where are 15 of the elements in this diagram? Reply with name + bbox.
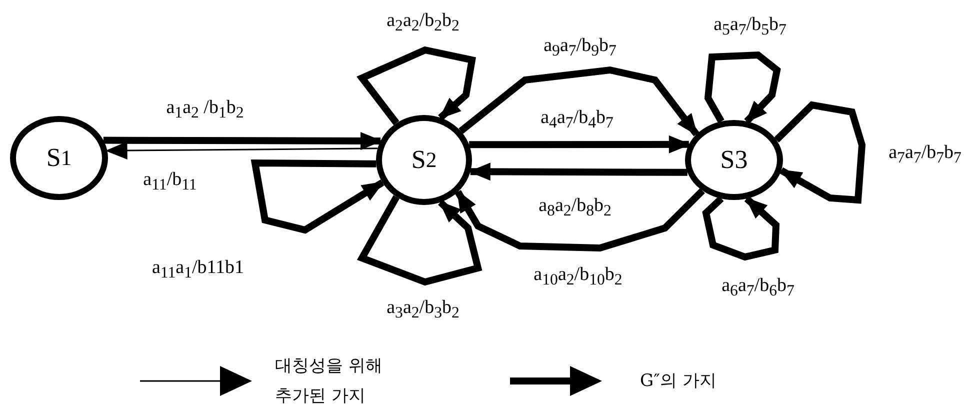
arrow xyxy=(356,195,482,286)
arrow xyxy=(454,188,705,252)
arrow xyxy=(356,46,476,126)
legend-text: 대칭성을 위해 추가된 가지 xyxy=(275,355,384,408)
arrow xyxy=(105,142,378,160)
state-circle: S3 xyxy=(685,120,783,200)
arrow xyxy=(702,196,780,261)
arrow xyxy=(468,162,688,181)
arrow xyxy=(250,159,384,234)
arrow xyxy=(774,101,866,204)
arrow xyxy=(469,135,691,154)
legend-text: G″의 가지 xyxy=(640,370,718,393)
arrow xyxy=(103,132,382,150)
arrow xyxy=(458,66,700,136)
arrow xyxy=(704,51,781,124)
